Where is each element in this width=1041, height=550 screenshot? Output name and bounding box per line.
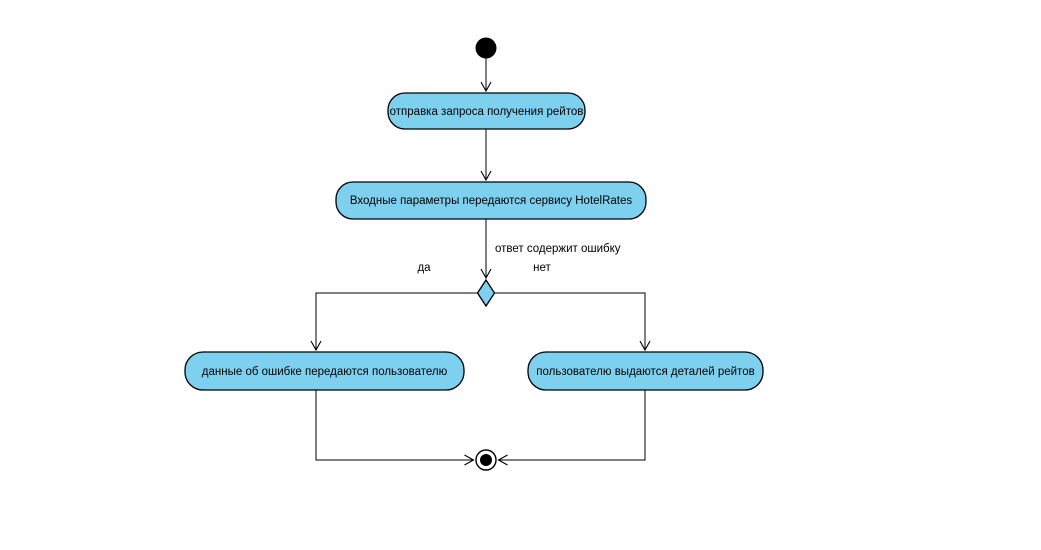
action-node-pass-params-label: Входные параметры передаются сервису Hot… <box>350 195 633 207</box>
edge-error-to-final <box>315 390 475 466</box>
edge-label-yes: да <box>417 262 431 274</box>
decision-node[interactable] <box>476 278 496 308</box>
action-node-pass-params-shape[interactable] <box>335 181 647 220</box>
edge-label-condition: ответ содержит ошибку <box>495 243 621 255</box>
action-node-send-request-label: отправка запроса получения рейтов <box>390 106 584 118</box>
action-node-rates-to-user[interactable]: пользователю выдаются деталей рейтов <box>527 351 764 391</box>
final-node[interactable] <box>475 449 497 471</box>
action-node-error-to-user[interactable]: данные об ошибке передаются пользователю <box>184 351 465 391</box>
edge-decision-no <box>494 292 651 352</box>
edge-label-no: нет <box>533 262 551 274</box>
edge-decision-yes <box>310 292 478 352</box>
action-node-pass-params[interactable]: Входные параметры передаются сервису Hot… <box>335 181 647 220</box>
action-node-rates-to-user-label: пользователю выдаются деталей рейтов <box>536 366 754 378</box>
final-node-inner-dot <box>480 454 492 466</box>
action-node-error-to-user-label: данные об ошибке передаются пользователю <box>202 366 448 378</box>
edge-rates-to-final <box>497 390 646 466</box>
action-node-send-request[interactable]: отправка запроса получения рейтов <box>387 92 586 130</box>
initial-node[interactable] <box>475 37 497 59</box>
action-node-error-to-user-shape[interactable] <box>184 351 465 391</box>
